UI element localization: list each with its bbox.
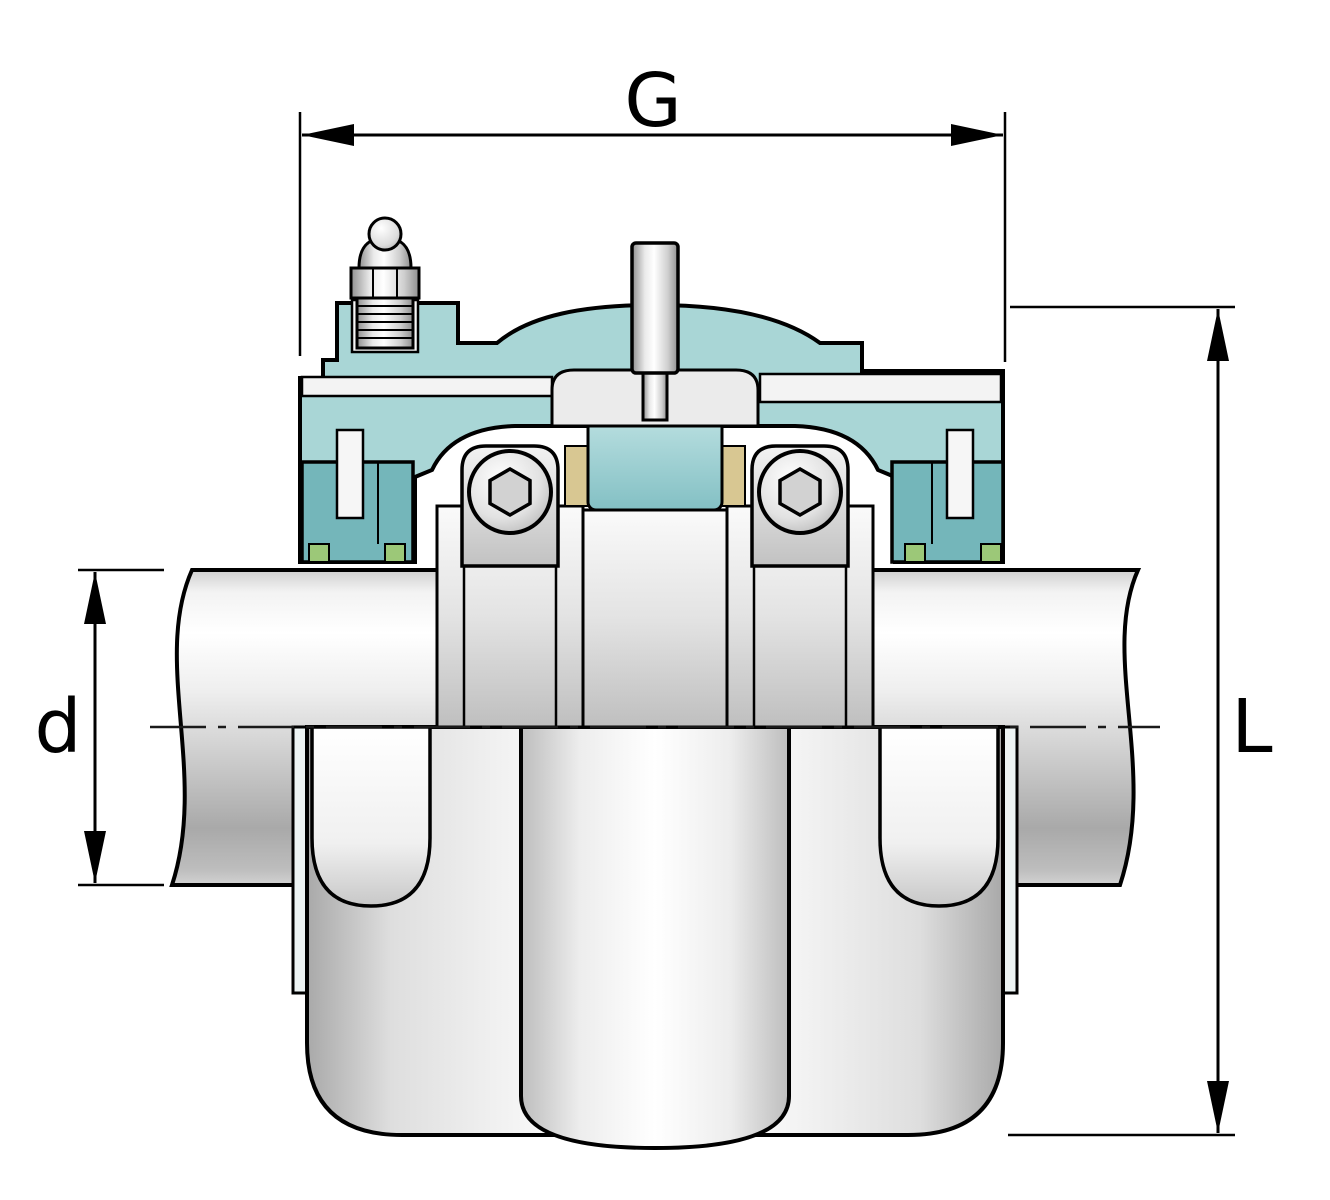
- dimension-G: G: [298, 58, 1007, 362]
- cage-segment-right: [721, 445, 746, 507]
- seal-ring-right-inner: [904, 543, 926, 563]
- arrowhead-right: [951, 124, 1003, 146]
- arrowhead-up: [1207, 309, 1229, 361]
- cage-segment-left: [564, 445, 589, 507]
- grease-fitting-hex: [349, 266, 421, 300]
- housing-lower: [291, 725, 1019, 1151]
- dimension-L: L: [1008, 305, 1273, 1137]
- grease-fitting-ball: [367, 216, 403, 252]
- arrowhead-down: [1207, 1081, 1229, 1133]
- bearing-inner-assembly: [435, 368, 875, 729]
- housing-center-boss: [519, 725, 791, 1151]
- seal-ring-left-outer: [308, 543, 330, 563]
- seal-slot-left: [335, 428, 365, 520]
- grease-fitting: [349, 216, 421, 354]
- seal-slot-right: [945, 428, 975, 520]
- cap-joint-channel-right: [758, 372, 1003, 404]
- labyrinth-seal-right: [890, 428, 1005, 564]
- locating-pin: [630, 241, 680, 422]
- roller-element: [586, 416, 724, 512]
- seal-ring-left-inner: [384, 543, 406, 563]
- arrowhead-down: [84, 831, 106, 883]
- arrowhead-up: [84, 572, 106, 624]
- seal-ring-right-outer: [980, 543, 1002, 563]
- dimension-label-G: G: [624, 58, 681, 144]
- adapter-sleeve-center: [581, 508, 729, 729]
- arrowhead-left: [302, 124, 354, 146]
- hex-socket-right: [778, 466, 822, 518]
- housing-recess-right: [878, 725, 1000, 908]
- housing-recess-left: [310, 725, 432, 908]
- housing-upper: [298, 301, 1005, 564]
- dimension-label-L: L: [1231, 684, 1272, 770]
- clamp-bolt-right: [757, 449, 843, 535]
- dimension-label-d: d: [35, 684, 82, 770]
- dimension-d: d: [35, 568, 164, 887]
- housing-cap-body: [298, 301, 1005, 564]
- cap-joint-channel-left: [300, 375, 554, 398]
- clamp-bolt-left: [467, 449, 553, 535]
- labyrinth-seal-left: [300, 428, 415, 564]
- hex-socket-left: [488, 466, 532, 518]
